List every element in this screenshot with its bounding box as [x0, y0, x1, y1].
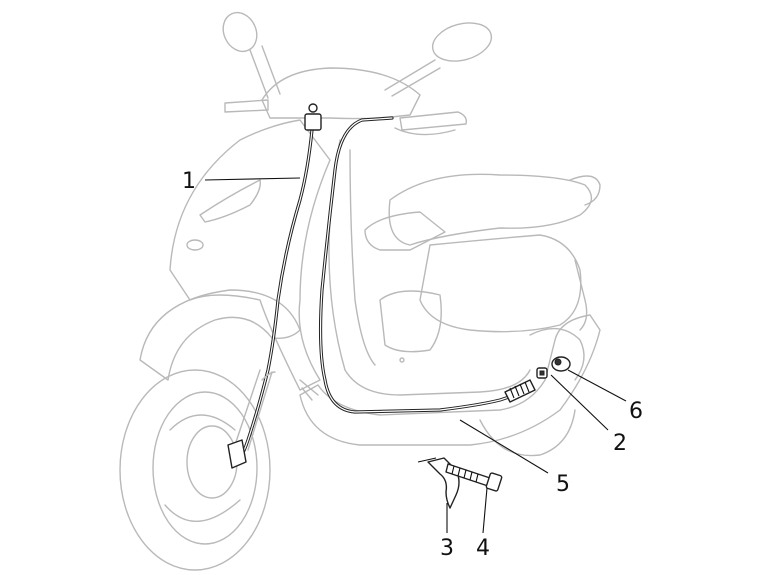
part-2-nut: [536, 367, 548, 379]
callout-2: 2: [613, 431, 627, 456]
leader-6: [567, 369, 627, 402]
leader-5: [459, 419, 549, 474]
scooter-body-outline: [119, 11, 601, 571]
rear-brake-cable: [318, 116, 536, 414]
callout-1: 1: [182, 169, 196, 194]
front-brake-cable: [227, 103, 322, 469]
cable-spring-adjuster: [504, 379, 536, 403]
leader-2: [550, 374, 609, 431]
callout-4: 4: [476, 536, 490, 561]
callout-labels: 1 2 3 4 5 6: [182, 169, 643, 561]
part-6-adjuster: [551, 356, 571, 372]
part-4-bolt: [445, 463, 503, 492]
leader-1: [204, 177, 301, 181]
leader-lines: [204, 177, 627, 534]
callout-5: 5: [556, 472, 570, 497]
callout-6: 6: [629, 399, 643, 424]
callout-3: 3: [440, 536, 454, 561]
cable-end-front: [227, 439, 247, 469]
cable-clamp-top: [304, 113, 322, 131]
leader-4: [482, 487, 488, 534]
